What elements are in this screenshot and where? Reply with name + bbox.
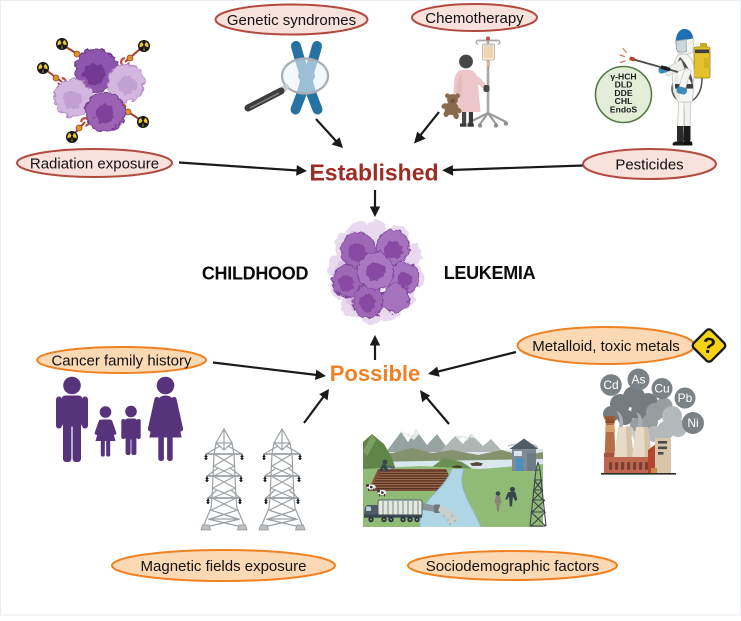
svg-text:As: As — [631, 373, 645, 387]
svg-text:EndoS: EndoS — [610, 104, 637, 114]
svg-text:Magnetic fields exposure: Magnetic fields exposure — [141, 558, 307, 575]
svg-text:Chemotherapy: Chemotherapy — [425, 10, 524, 27]
svg-text:LEUKEMIA: LEUKEMIA — [444, 263, 536, 283]
svg-text:Pesticides: Pesticides — [615, 156, 683, 173]
svg-text:γ-HCH: γ-HCH — [610, 72, 636, 82]
svg-text:Cd: Cd — [603, 378, 618, 392]
svg-text:Cu: Cu — [654, 382, 669, 396]
svg-text:CHILDHOOD: CHILDHOOD — [202, 264, 309, 284]
svg-text:Sociodemographic factors: Sociodemographic factors — [426, 558, 599, 575]
svg-text:Cancer family history: Cancer family history — [51, 352, 192, 369]
svg-text:?: ? — [701, 332, 718, 359]
svg-text:Genetic syndromes: Genetic syndromes — [227, 12, 356, 29]
svg-text:Established: Established — [309, 160, 438, 186]
svg-text:Ni: Ni — [687, 416, 698, 430]
svg-text:Pb: Pb — [678, 391, 693, 405]
svg-text:Possible: Possible — [330, 361, 420, 386]
svg-text:Metalloid, toxic metals: Metalloid, toxic metals — [532, 338, 680, 355]
svg-text:DDE: DDE — [614, 88, 632, 98]
svg-text:Radiation exposure: Radiation exposure — [30, 155, 159, 172]
svg-text:DLD: DLD — [615, 80, 633, 90]
svg-text:CHL: CHL — [615, 96, 633, 106]
